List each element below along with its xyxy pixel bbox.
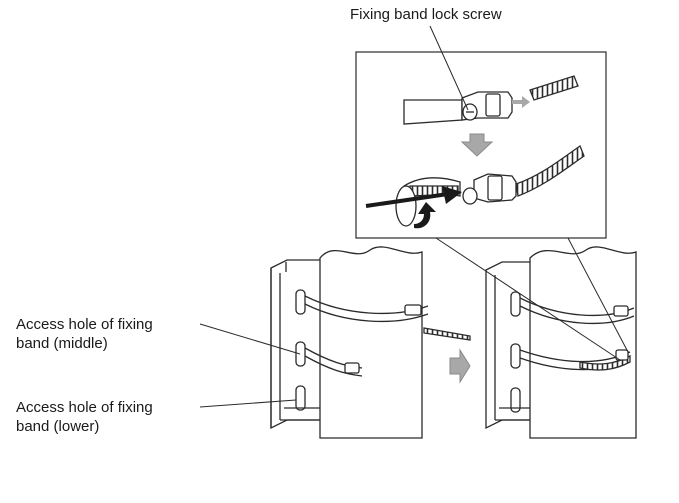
left-middle-band-clamp [344, 362, 360, 374]
middle-access-hole-leader-line [199, 323, 301, 355]
left-middle-band [304, 347, 363, 377]
right-pole [529, 246, 637, 439]
right-slot-upper [510, 291, 521, 317]
detail-callout-line-left [435, 237, 621, 361]
right-slot-lower [510, 387, 521, 413]
insert-arrow-small-icon [512, 96, 530, 108]
next-step-arrow-icon [449, 348, 471, 384]
right-middle-band [519, 349, 631, 371]
lower-access-hole-leader-line [199, 399, 297, 408]
band-end-teeth [529, 75, 579, 101]
left-pole [319, 246, 423, 439]
left-slot-middle [295, 341, 306, 367]
right-middle-band-teeth [579, 354, 631, 371]
left-pole-assembly [270, 246, 471, 439]
band-end-cap [395, 185, 417, 227]
left-loose-band-tail [423, 327, 471, 341]
left-mounting-bracket [270, 259, 331, 430]
middle-access-hole-label-line1: Access hole of fixing [16, 316, 153, 333]
right-slot-middle [510, 343, 521, 369]
lower-access-hole-label-line2: band (lower) [16, 418, 99, 435]
band-inserted [395, 144, 585, 227]
tighten-rotate-arrow-icon [414, 202, 436, 229]
lock-screw-leader-line [429, 25, 469, 111]
detail-step-down-arrow-icon [460, 133, 494, 157]
lock-screw-label: Fixing band lock screw [350, 6, 502, 23]
lower-access-hole-label-line1: Access hole of fixing [16, 399, 153, 416]
left-slot-lower [295, 385, 306, 411]
detail-callout-line-right [567, 237, 629, 353]
left-slot-upper [295, 289, 306, 315]
left-upper-band [304, 295, 429, 323]
right-upper-band-clamp [613, 305, 629, 317]
right-pole-assembly [485, 246, 637, 439]
left-upper-band-clamp [404, 304, 422, 316]
detail-inset [355, 51, 629, 361]
right-middle-band-clamp [615, 349, 629, 361]
insert-direction-arrow-icon [365, 186, 462, 208]
right-upper-band [519, 297, 635, 325]
middle-access-hole-label-line2: band (middle) [16, 335, 108, 352]
band-before-insertion [403, 75, 579, 125]
